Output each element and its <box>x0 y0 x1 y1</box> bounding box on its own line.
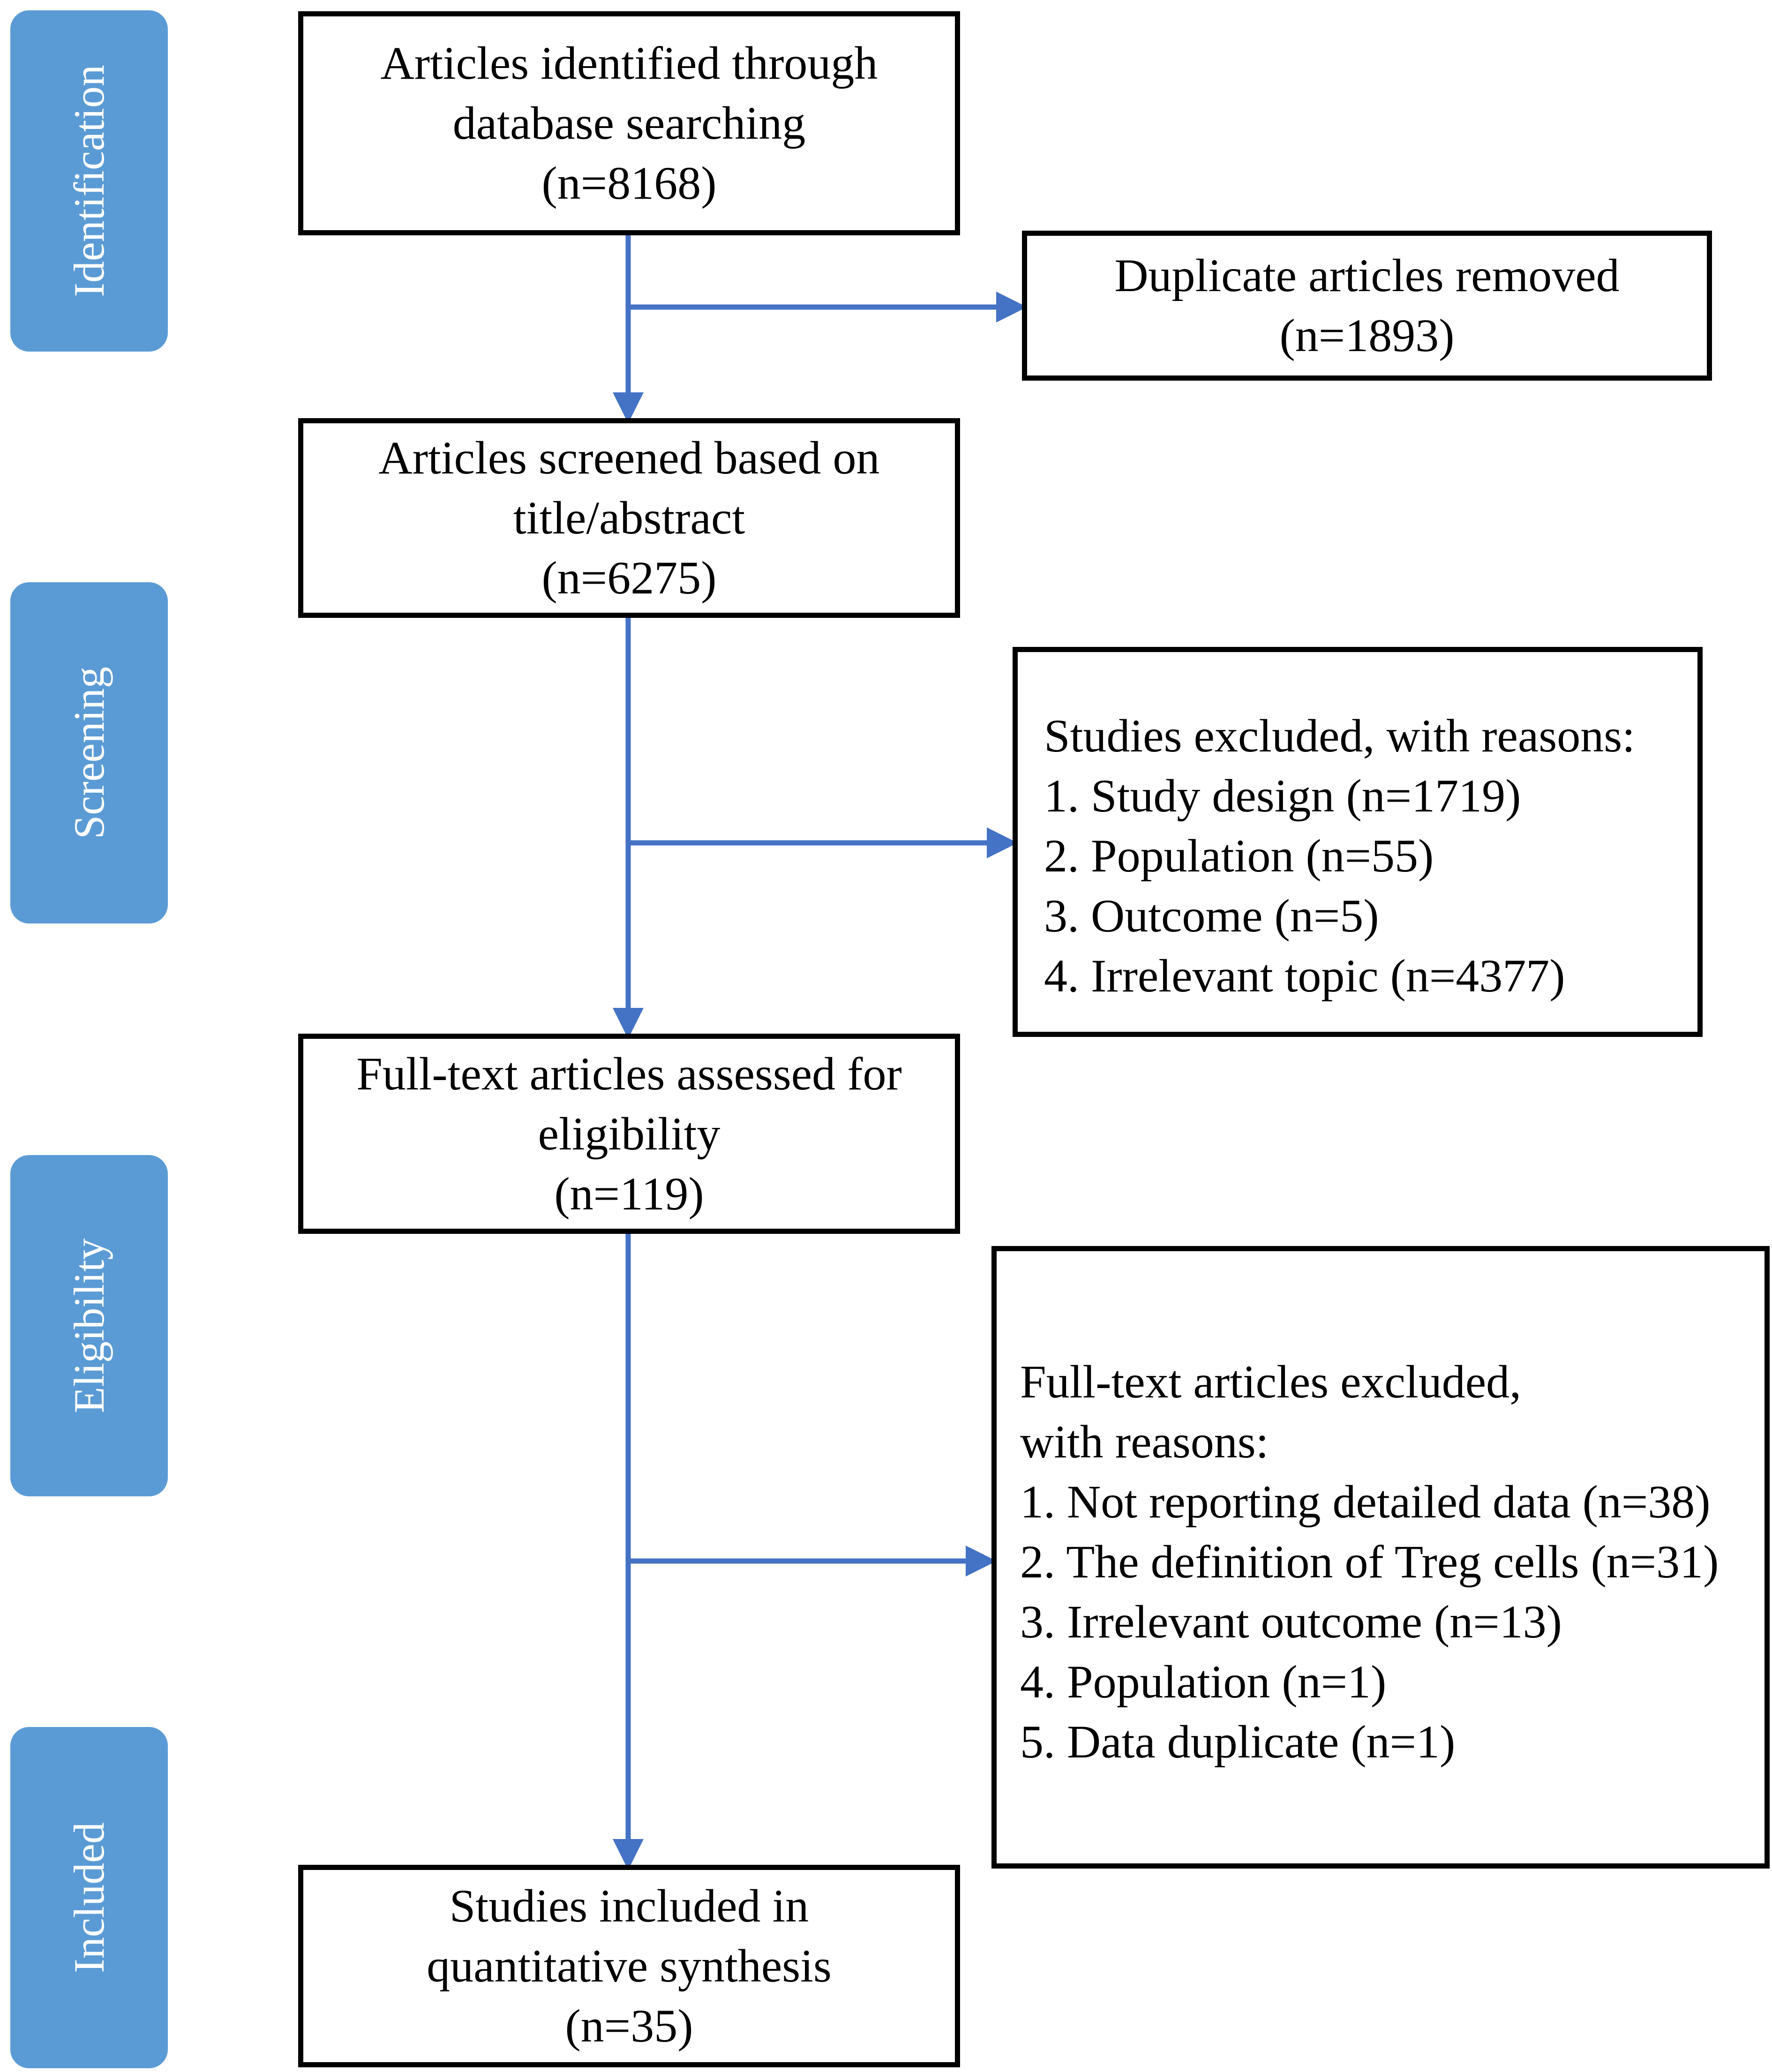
screened-line-3: (n=6275) <box>541 552 717 604</box>
box-fulltext: Full-text articles assessed for eligibil… <box>298 1034 960 1234</box>
excluded-fulltext-reason-1: 1. Not reporting detailed data (n=38) <box>1020 1476 1711 1528</box>
included-line-3: (n=35) <box>565 2000 693 2052</box>
phase-screening: Screening <box>10 582 168 923</box>
included-line-2: quantitative synthesis <box>427 1940 832 1992</box>
duplicates-line-2: (n=1893) <box>1279 309 1455 361</box>
box-screened: Articles screened based on title/abstrac… <box>298 418 960 618</box>
excluded-fulltext-reason-5: 5. Data duplicate (n=1) <box>1020 1716 1456 1768</box>
excluded-fulltext-heading-2: with reasons: <box>1020 1416 1269 1468</box>
box-excluded-screening: Studies excluded, with reasons: 1. Study… <box>1013 647 1703 1037</box>
screened-line-1: Articles screened based on <box>378 432 880 484</box>
excluded-screening-heading: Studies excluded, with reasons: <box>1044 710 1635 762</box>
fulltext-line-3: (n=119) <box>554 1167 704 1220</box>
excluded-screening-reason-3: 3. Outcome (n=5) <box>1044 890 1379 942</box>
fulltext-line-2: eligibility <box>538 1107 721 1160</box>
excluded-screening-reason-2: 2. Population (n=55) <box>1044 830 1434 882</box>
phase-included: Included <box>10 1727 168 2068</box>
identified-line-3: (n=8168) <box>541 157 717 209</box>
box-duplicates: Duplicate articles removed (n=1893) <box>1022 231 1712 381</box>
identified-line-2: database searching <box>452 97 806 149</box>
fulltext-line-1: Full-text articles assessed for <box>356 1047 902 1100</box>
excluded-fulltext-heading-1: Full-text articles excluded, <box>1020 1356 1522 1408</box>
excluded-fulltext-reason-4: 4. Population (n=1) <box>1020 1656 1387 1708</box>
duplicates-line-1: Duplicate articles removed <box>1114 249 1620 301</box>
excluded-fulltext-reason-3: 3. Irrelevant outcome (n=13) <box>1020 1596 1562 1648</box>
box-included: Studies included in quantitative synthes… <box>298 1865 960 2067</box>
included-line-1: Studies included in <box>449 1880 809 1932</box>
excluded-screening-reason-4: 4. Irrelevant topic (n=4377) <box>1044 950 1565 1002</box>
phase-eligibility: Eligibility <box>10 1155 168 1496</box>
excluded-fulltext-reason-2: 2. The definition of Treg cells (n=31) <box>1020 1536 1719 1588</box>
box-identified: Articles identified through database sea… <box>298 11 960 235</box>
phase-identification: Identification <box>10 10 168 352</box>
screened-line-2: title/abstract <box>513 492 745 544</box>
identified-line-1: Articles identified through <box>380 37 878 89</box>
box-excluded-fulltext: Full-text articles excluded, with reason… <box>991 1246 1770 1869</box>
excluded-screening-reason-1: 1. Study design (n=1719) <box>1044 770 1521 822</box>
